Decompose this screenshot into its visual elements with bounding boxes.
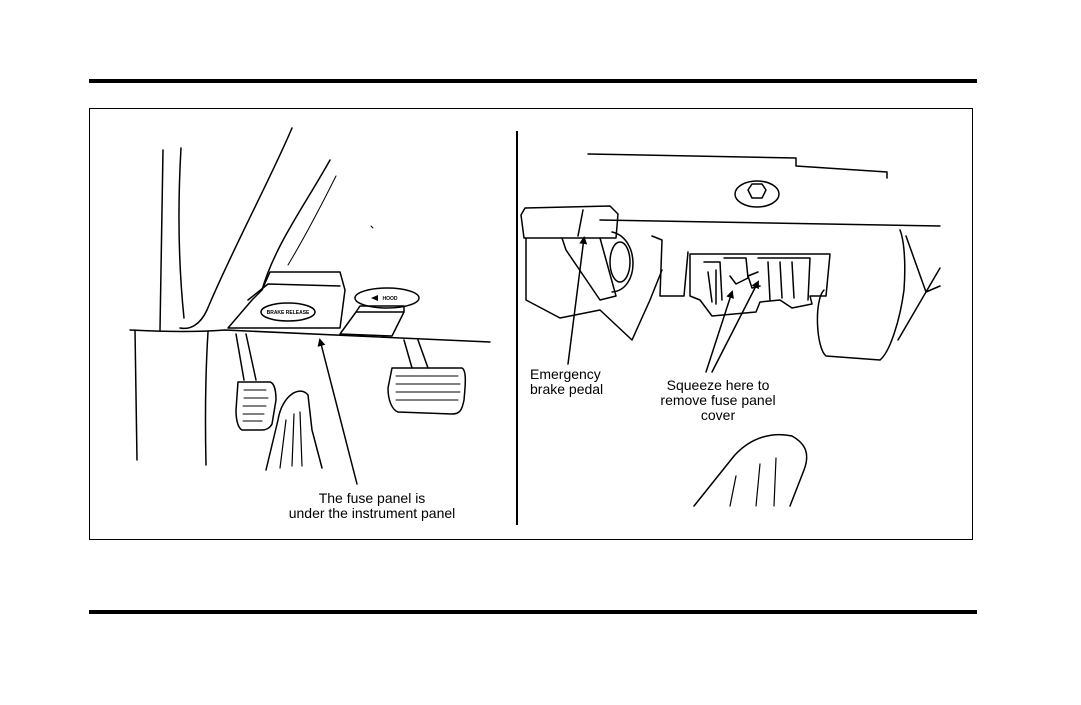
dash-lower-edge bbox=[600, 220, 940, 226]
ebrake-pedal-split bbox=[578, 210, 583, 236]
dash-curve-inner bbox=[262, 160, 330, 290]
right-pedal-pad-texture bbox=[396, 376, 460, 400]
fuse-clip-left bbox=[704, 262, 722, 304]
left-kick-panel bbox=[135, 330, 137, 460]
knee-bolster bbox=[817, 230, 904, 360]
emergency-brake-callout-line2: brake pedal bbox=[530, 382, 630, 397]
steering-column-outline bbox=[180, 128, 292, 328]
right-pedal-arm bbox=[404, 340, 428, 368]
hood-car-icon bbox=[371, 295, 378, 301]
brake-pedal-arm bbox=[236, 334, 256, 380]
brake-release-label: BRAKE RELEASE bbox=[267, 310, 310, 316]
door-frame-line bbox=[179, 148, 184, 318]
brake-pedal-pad-texture bbox=[243, 390, 268, 421]
knee-bolster-inner bbox=[906, 236, 940, 292]
lower-pedal-ribs bbox=[730, 458, 776, 506]
fuse-clip-right bbox=[758, 258, 810, 300]
emergency-brake-callout: Emergency brake pedal bbox=[530, 367, 630, 397]
dash-mark bbox=[371, 226, 373, 228]
fuse-clip-center bbox=[724, 258, 748, 284]
fastener-recess bbox=[735, 181, 779, 207]
brake-release-recess bbox=[248, 284, 340, 300]
ebrake-pedal-body bbox=[526, 238, 662, 340]
ebrake-wheel-hub bbox=[610, 242, 630, 282]
fuse-panel-callout-line2: under the instrument panel bbox=[262, 506, 482, 521]
lower-pedal bbox=[694, 435, 807, 506]
emergency-brake-callout-line1: Emergency bbox=[530, 367, 630, 382]
squeeze-arrow-right bbox=[712, 282, 758, 372]
squeeze-callout-line2: remove fuse panel bbox=[648, 393, 788, 408]
brake-release-housing bbox=[228, 272, 345, 328]
squeeze-callout-line3: cover bbox=[648, 408, 788, 423]
fuse-panel-callout: The fuse panel is under the instrument p… bbox=[262, 491, 482, 521]
lower-dash-edge bbox=[130, 330, 490, 342]
fastener-head bbox=[748, 184, 766, 198]
right-panel-drawing bbox=[521, 154, 940, 506]
mid-bracket bbox=[652, 236, 688, 296]
left-kick-panel-inner bbox=[205, 332, 208, 465]
hood-release-label: HOOD bbox=[383, 296, 398, 302]
fuse-panel-callout-line1: The fuse panel is bbox=[262, 491, 482, 506]
accelerator-pedal bbox=[266, 391, 322, 470]
fuse-panel-arrow bbox=[320, 340, 357, 484]
ebrake-pedal-top bbox=[521, 206, 618, 238]
door-edge-line bbox=[160, 150, 163, 330]
squeeze-callout-line1: Squeeze here to bbox=[648, 378, 788, 393]
accelerator-pedal-ribs bbox=[280, 412, 302, 468]
left-panel-drawing bbox=[130, 128, 490, 484]
upper-dash-line bbox=[588, 154, 887, 178]
right-pedal-pad bbox=[388, 368, 465, 414]
fuse-cover-tab bbox=[748, 272, 760, 288]
ebrake-arm bbox=[562, 238, 616, 300]
hood-release-handle bbox=[340, 312, 404, 336]
squeeze-callout: Squeeze here to remove fuse panel cover bbox=[648, 378, 788, 423]
squeeze-arrow-left bbox=[706, 292, 732, 372]
